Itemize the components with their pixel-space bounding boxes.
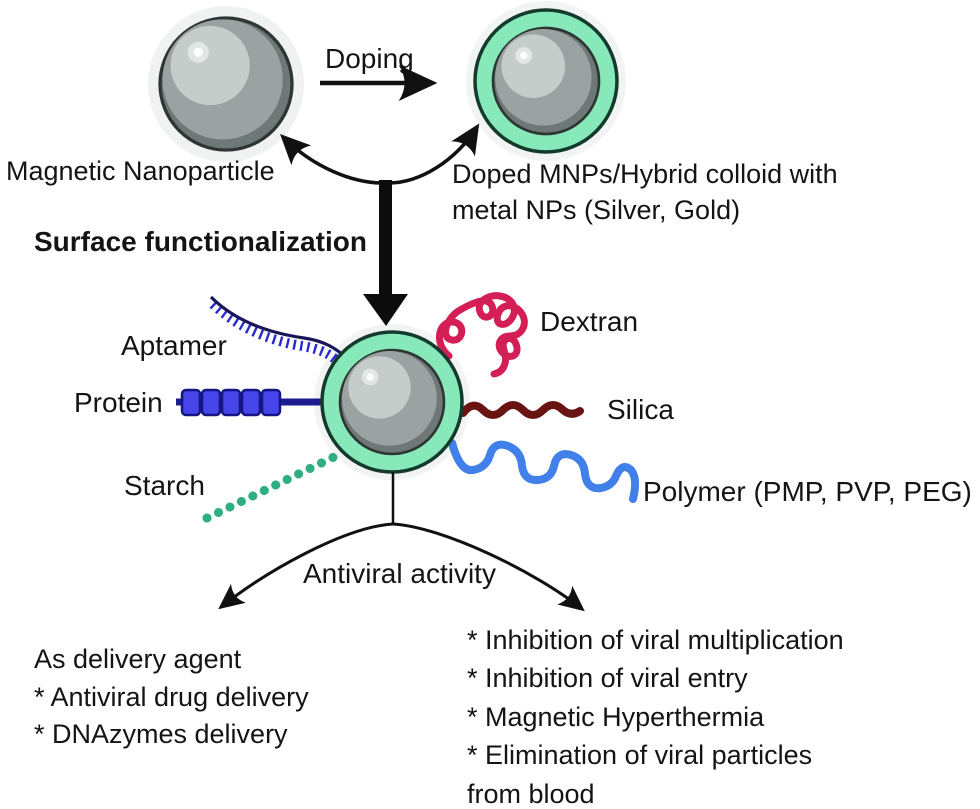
list-item: * Elimination of viral particles [467,740,813,771]
aptamer-label: Aptamer [121,330,227,361]
polymer-label: Polymer (PMP, PVP, PEG) [643,476,972,507]
doping-label: Doping [325,43,414,74]
protein-label: Protein [74,387,163,418]
antiviral-activity-label: Antiviral activity [303,558,496,589]
list-item: * Magnetic Hyperthermia [467,701,765,732]
dextran-label: Dextran [540,306,639,337]
surface-functionalization-label: Surface functionalization [34,226,367,257]
antiviral-arrow-right [392,522,585,612]
list-item: * DNAzymes delivery [34,719,288,749]
doped-label-line2: metal NPs (Silver, Gold) [452,195,741,225]
dextran-coil [436,292,528,378]
magnetic-nanoparticle-label: Magnetic Nanoparticle [6,156,275,186]
starch-chain [202,451,341,523]
list-item: * Inhibition of viral entry [467,663,748,694]
curved-arrow-to-doped [385,123,480,185]
antiviral-effects-list: * Inhibition of viral multiplication * I… [467,621,844,809]
polymer-strand [448,439,640,503]
doped-nanoparticle [473,8,619,154]
silica-label: Silica [607,394,674,425]
curved-arrow-to-mnp [280,134,387,185]
doped-nanoparticle-label: Doped MNPs/Hybrid colloid with metal NPs… [452,156,838,228]
doped-label-line1: Doped MNPs/Hybrid colloid with [452,159,838,189]
antiviral-arrow-left [218,522,394,610]
functionalized-nanoparticle [320,330,464,474]
list-item: * Antiviral drug delivery [34,681,309,712]
aptamer-strand [209,295,348,367]
starch-label: Starch [124,470,205,501]
list-item: * Inhibition of viral multiplication [467,625,844,655]
list-item: As delivery agent [34,644,242,674]
surface-functionalization-arrow [363,180,408,326]
silica-strand [459,401,584,419]
list-item: from blood [467,778,595,809]
delivery-agent-list: As delivery agent * Antiviral drug deliv… [34,641,309,754]
magnetic-nanoparticle-sphere [158,16,294,152]
protein-chain [176,388,328,417]
